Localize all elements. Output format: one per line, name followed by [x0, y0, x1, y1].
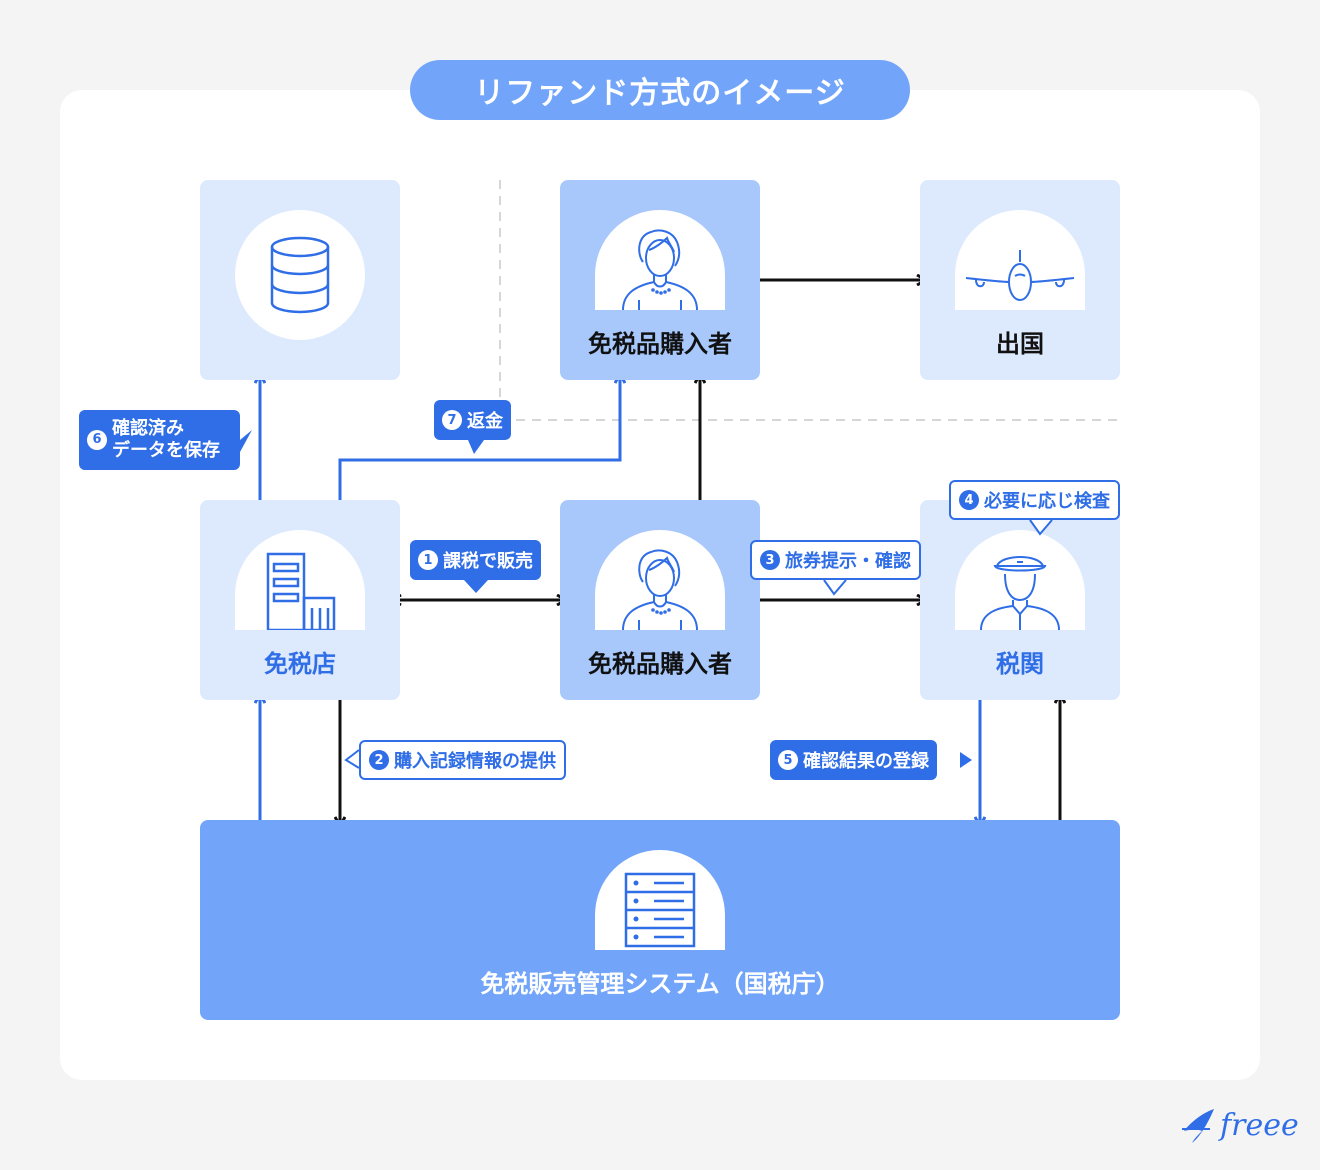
step-label: 購入記録情報の提供: [394, 751, 556, 772]
node-buyer-mid: 免税品購入者: [560, 500, 760, 700]
step-label: 返金: [467, 411, 503, 432]
step-label: 確認済み データを保存: [112, 418, 220, 462]
freee-logo: freee: [1180, 1100, 1300, 1150]
arrow-refund: [338, 374, 620, 500]
step-number: 5: [778, 750, 798, 770]
node-label: 免税品購入者: [588, 650, 732, 678]
node-label: 免税品購入者: [588, 330, 732, 358]
step-tag-3: 3 旅券提示・確認: [750, 540, 921, 580]
customs-officer-icon: [955, 530, 1085, 630]
node-label: 免税店: [264, 650, 336, 678]
system-label: 免税販売管理システム（国税庁）: [480, 970, 840, 998]
node-system: 免税販売管理システム（国税庁）: [200, 820, 1120, 1020]
step-tag-6: 6 確認済み データを保存: [79, 410, 240, 470]
step-label: 確認結果の登録: [803, 751, 929, 772]
step-tag-1: 1 課税で販売: [410, 540, 541, 580]
step-label: 旅券提示・確認: [785, 551, 911, 572]
step-tag-4: 4 必要に応じ検査: [949, 480, 1120, 520]
step-number: 1: [418, 550, 438, 570]
node-database: [200, 180, 400, 380]
node-departure: 出国: [920, 180, 1120, 380]
step-label: 必要に応じ検査: [984, 491, 1110, 512]
page-title: リファンド方式のイメージ: [410, 60, 910, 120]
step-tag-7: 7 返金: [434, 400, 511, 440]
database-icon: [235, 210, 365, 340]
buyer-woman-icon: [595, 210, 725, 310]
node-label: 出国: [996, 330, 1044, 358]
step-number: 6: [87, 430, 107, 450]
node-buyer-top: 免税品購入者: [560, 180, 760, 380]
step-label-line1: 確認済み: [112, 418, 184, 439]
step-number: 2: [369, 750, 389, 770]
node-store: 免税店: [200, 500, 400, 700]
freee-wordmark: freee: [1220, 1107, 1299, 1143]
step-tag-5: 5 確認結果の登録: [770, 740, 937, 780]
buyer-woman-icon: [595, 530, 725, 630]
step-number: 7: [442, 410, 462, 430]
step-number: 3: [760, 550, 780, 570]
step-label-line2: データを保存: [112, 440, 220, 461]
airplane-icon: [955, 210, 1085, 310]
step-tag-2: 2 購入記録情報の提供: [359, 740, 566, 780]
server-icon: [595, 850, 725, 950]
freee-bird-icon: [1182, 1109, 1214, 1143]
node-label: 税関: [996, 650, 1044, 678]
building-icon: [235, 530, 365, 630]
step-number: 4: [959, 490, 979, 510]
step-label: 課税で販売: [443, 551, 533, 572]
node-customs: 税関: [920, 500, 1120, 700]
